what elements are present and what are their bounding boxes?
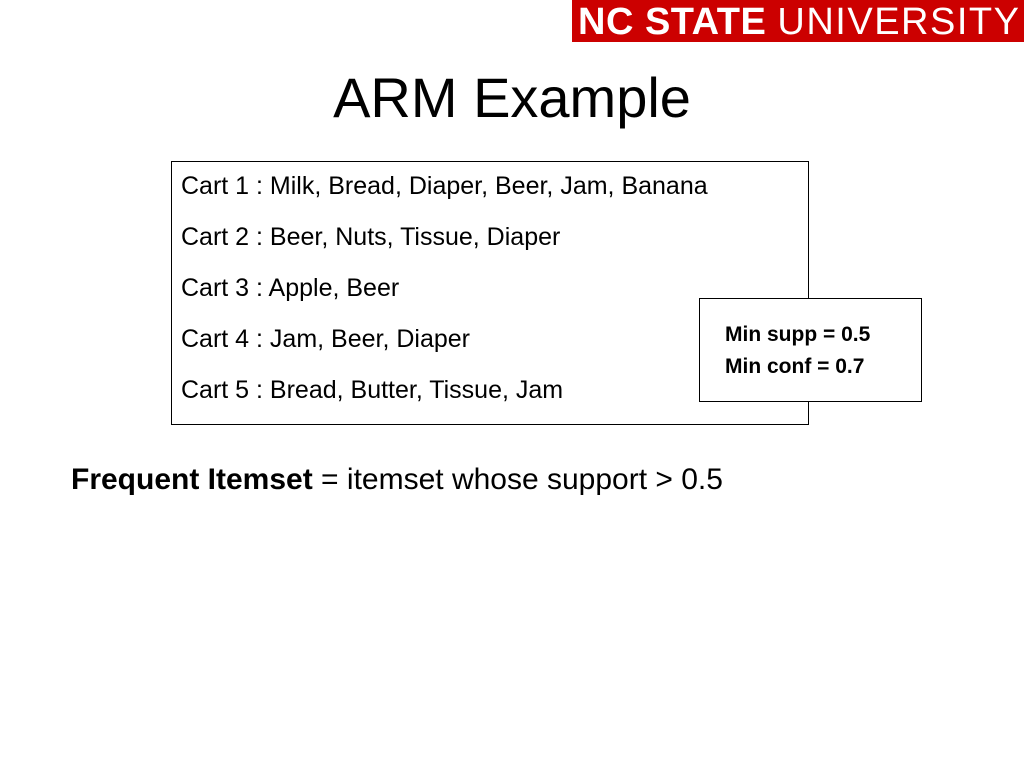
cart-line-3: Cart 3 : Apple, Beer xyxy=(181,274,400,302)
slide-title: ARM Example xyxy=(333,66,691,129)
frequent-itemset-definition: Frequent Itemset = itemset whose support… xyxy=(71,462,723,498)
cart-line-4: Cart 4 : Jam, Beer, Diaper xyxy=(181,325,471,353)
definition-text: = itemset whose support > 0.5 xyxy=(312,463,723,496)
definition-term: Frequent Itemset xyxy=(71,463,313,496)
carts-box: Cart 1 : Milk, Bread, Diaper, Beer, Jam,… xyxy=(171,161,809,425)
cart-line-5: Cart 5 : Bread, Butter, Tissue, Jam xyxy=(181,376,564,404)
cart-line-2: Cart 2 : Beer, Nuts, Tissue, Diaper xyxy=(181,223,561,251)
university-logo-text: NC STATE UNIVERSITY xyxy=(578,1,1020,42)
logo-light-text: UNIVERSITY xyxy=(777,1,1021,42)
university-logo: NC STATE UNIVERSITY xyxy=(572,0,1024,42)
thresholds-box: Min supp = 0.5 Min conf = 0.7 xyxy=(699,298,922,402)
min-support-text: Min supp = 0.5 xyxy=(725,323,871,346)
logo-bold-text: NC STATE xyxy=(578,1,767,42)
cart-line-1: Cart 1 : Milk, Bread, Diaper, Beer, Jam,… xyxy=(181,172,708,200)
min-confidence-text: Min conf = 0.7 xyxy=(725,355,865,378)
